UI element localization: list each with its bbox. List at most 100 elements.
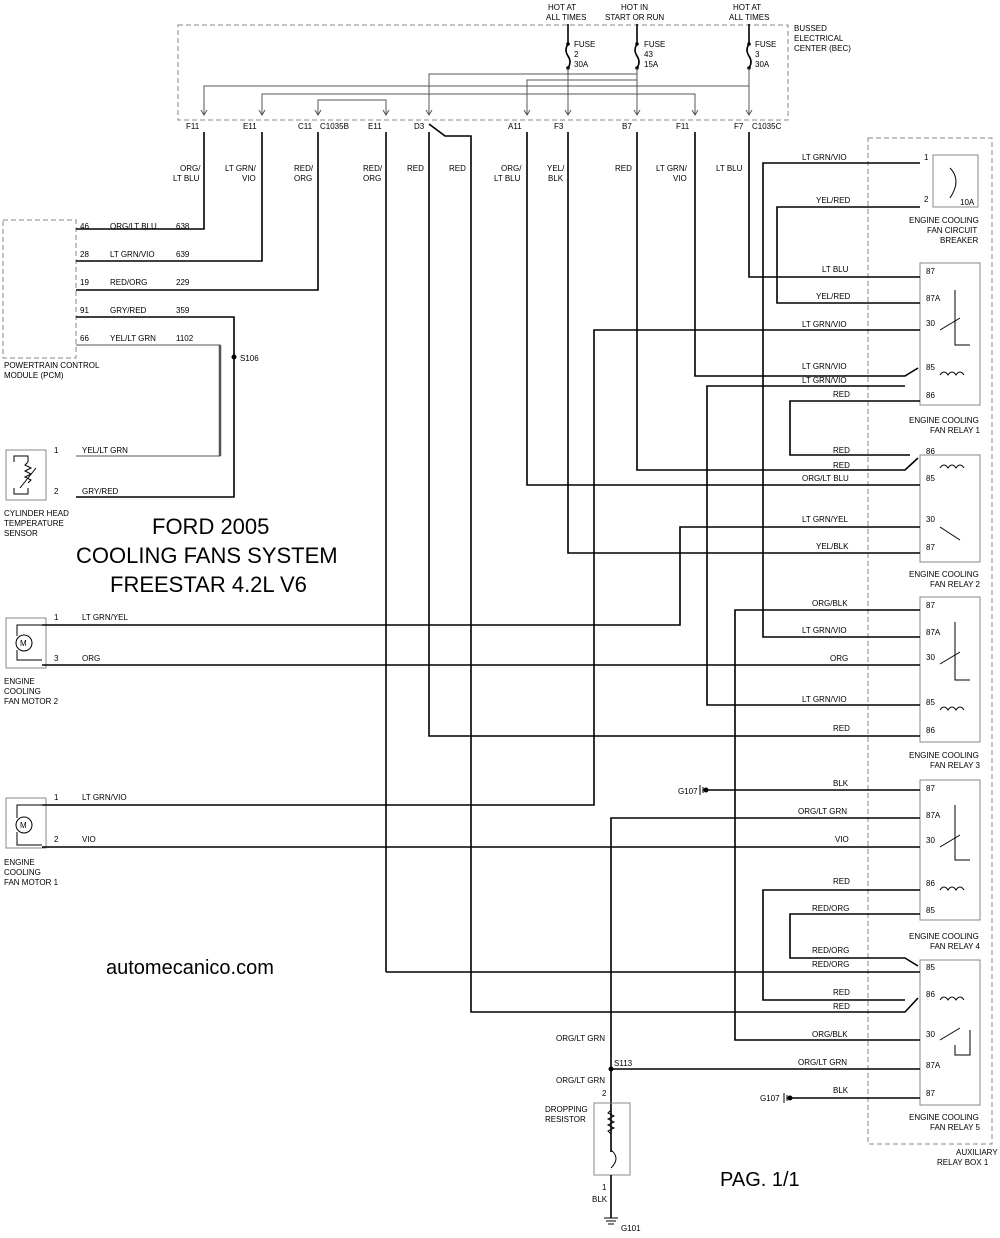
wire-label: ENGINE COOLING xyxy=(909,1113,979,1122)
wire-label: 359 xyxy=(176,306,190,315)
wire-label: 1 xyxy=(54,613,59,622)
wire-label: LT GRN/VIO xyxy=(802,153,847,162)
title-line: FORD 2005 xyxy=(152,514,269,539)
wire-label: ENGINE COOLING xyxy=(909,751,979,760)
wire-label: YEL/BLK xyxy=(816,542,849,551)
wire-label: RELAY BOX 1 xyxy=(937,1158,989,1167)
wire-label: ENGINE COOLING xyxy=(909,416,979,425)
wire-label: 1 xyxy=(602,1183,607,1192)
wire-label: RED xyxy=(833,390,850,399)
wire-label: 2 xyxy=(924,195,929,204)
pcm-module: POWERTRAIN CONTROL MODULE (PCM) 46 ORG/L… xyxy=(2,219,259,380)
wire-label: 87 xyxy=(926,601,935,610)
wire-label: RED xyxy=(833,988,850,997)
wire-label: RED xyxy=(833,877,850,886)
wire-label: RED xyxy=(449,164,466,173)
fuse-label: 3 xyxy=(755,50,760,59)
wire-label: RED/ORG xyxy=(110,278,147,287)
auxiliary-relay-box: AUXILIARY RELAY BOX 1 1 2 10A ENGINE COO… xyxy=(867,137,998,1167)
splice-label: S106 xyxy=(240,354,259,363)
pin-label: E11 xyxy=(368,122,382,131)
wire-label: ORG/LT GRN xyxy=(798,807,847,816)
wire-label: ORG xyxy=(294,174,312,183)
title-line: COOLING FANS SYSTEM xyxy=(76,543,338,568)
wire-label: FAN RELAY 3 xyxy=(930,761,981,770)
wire-label: ORG/LT BLU xyxy=(802,474,849,483)
fuse-label: FUSE xyxy=(644,40,665,49)
wire-label: ORG xyxy=(82,654,100,663)
sensor-label: TEMPERATURE xyxy=(4,519,64,528)
wire-label: 2 xyxy=(54,487,59,496)
wire-label: 86 xyxy=(926,447,935,456)
wire-label: RED/ xyxy=(363,164,383,173)
wire-label: VIO xyxy=(835,835,849,844)
wire-label: AUXILIARY xyxy=(956,1148,998,1157)
wire-label: 87A xyxy=(926,1061,941,1070)
wire-label: 87A xyxy=(926,628,941,637)
wire-label: ORG/LT GRN xyxy=(798,1058,847,1067)
motor-symbol: M xyxy=(20,821,27,830)
wire-label: 638 xyxy=(176,222,190,231)
wire-label: 87 xyxy=(926,267,935,276)
wire-label: BREAKER xyxy=(940,236,978,245)
wire-label: 19 xyxy=(80,278,89,287)
wire-label: 87A xyxy=(926,811,941,820)
wire-label: BLK xyxy=(833,779,849,788)
wire-label: ENGINE xyxy=(4,677,35,686)
wire-label: RED/ORG xyxy=(812,904,849,913)
wire-label: FAN RELAY 5 xyxy=(930,1123,981,1132)
fuse-label: FUSE xyxy=(755,40,776,49)
wire-label: RED xyxy=(833,446,850,455)
pin-label: F3 xyxy=(554,122,564,131)
wire-label: 1 xyxy=(924,153,929,162)
wire-label: 30 xyxy=(926,653,935,662)
fan-motor-2: M ENGINE COOLING FAN MOTOR 2 1 LT GRN/YE… xyxy=(4,613,128,706)
wire-label: LT GRN/ xyxy=(656,164,688,173)
diagram-title: FORD 2005 COOLING FANS SYSTEM FREESTAR 4… xyxy=(76,514,338,597)
wire-label: 46 xyxy=(80,222,89,231)
wire-label: FAN RELAY 4 xyxy=(930,942,981,951)
wire-label: 30 xyxy=(926,515,935,524)
wire-label: VIO xyxy=(673,174,687,183)
wiring-harness xyxy=(42,123,920,1152)
wire-label: 86 xyxy=(926,879,935,888)
pin-label: F11 xyxy=(186,122,200,131)
wire-label: VIO xyxy=(82,835,96,844)
wire-label: RED xyxy=(833,1002,850,1011)
wire-label: 85 xyxy=(926,474,935,483)
pin-label: A11 xyxy=(508,122,522,131)
wire-label: LT GRN/VIO xyxy=(82,793,127,802)
hot-label: HOT IN xyxy=(621,3,648,12)
wire-label: RED xyxy=(833,461,850,470)
fuse-label: FUSE xyxy=(574,40,595,49)
wire-label: YEL/RED xyxy=(816,196,850,205)
wire-label: LT GRN/VIO xyxy=(802,362,847,371)
bec-label-1: BUSSED xyxy=(794,24,827,33)
splice-label: S113 xyxy=(614,1059,633,1068)
wire-label: ORG/ xyxy=(180,164,201,173)
wire-label: LT GRN/YEL xyxy=(802,515,848,524)
relay-wire-labels: LT GRN/VIO YEL/RED LT BLU YEL/RED LT GRN… xyxy=(678,153,850,1103)
wire-label: 86 xyxy=(926,990,935,999)
wire-label: 2 xyxy=(54,835,59,844)
wire-label: 87 xyxy=(926,1089,935,1098)
wire-label: LT BLU xyxy=(494,174,521,183)
wire-label: 87 xyxy=(926,784,935,793)
wire-label: FAN RELAY 2 xyxy=(930,580,981,589)
wire-label: ENGINE COOLING xyxy=(909,216,979,225)
fuse-label: 30A xyxy=(755,60,770,69)
bussed-electrical-center: BUSSED ELECTRICAL CENTER (BEC) HOT AT AL… xyxy=(177,3,851,131)
pcm-label: POWERTRAIN CONTROL xyxy=(4,361,100,370)
bec-wire-labels: ORG/ LT BLU LT GRN/ VIO RED/ ORG RED/ OR… xyxy=(173,164,743,183)
wire-label: ENGINE xyxy=(4,858,35,867)
wire-label: LT GRN/VIO xyxy=(802,376,847,385)
fuse-label: 30A xyxy=(574,60,589,69)
wire-label: RED/ORG xyxy=(812,960,849,969)
wire-label: ORG/ xyxy=(501,164,522,173)
title-line: FREESTAR 4.2L V6 xyxy=(110,572,307,597)
wire-label: YEL/LT GRN xyxy=(82,446,128,455)
wire-label: 10A xyxy=(960,198,975,207)
ground-label: G107 xyxy=(678,787,698,796)
wire-label: LT GRN/ xyxy=(225,164,257,173)
